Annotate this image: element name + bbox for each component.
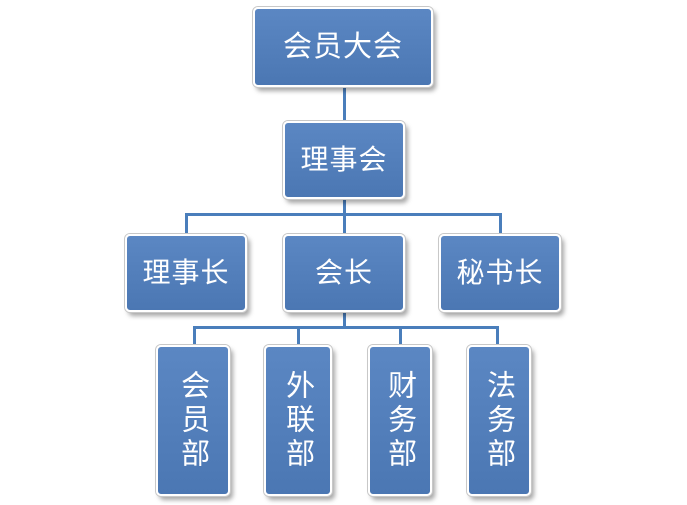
connector-department-1 <box>193 326 196 346</box>
connector-officer-1 <box>185 213 188 235</box>
node-membership-dept: 会员部 <box>156 345 230 496</box>
connector-officer-2 <box>343 213 346 235</box>
connector-president-stem <box>343 311 346 329</box>
connector-officer-3 <box>499 213 502 235</box>
connector-root-council <box>343 86 346 122</box>
connector-council-stem <box>343 199 346 216</box>
node-general-assembly: 会员大会 <box>253 7 433 87</box>
connector-department-3 <box>399 326 402 346</box>
node-legal-dept: 法务部 <box>467 345 531 496</box>
connector-departments-bar <box>193 326 499 329</box>
node-president: 会长 <box>283 234 405 312</box>
connector-department-2 <box>297 326 300 346</box>
node-chairman: 理事长 <box>125 234 247 312</box>
node-external-relations-dept: 外联部 <box>264 345 332 496</box>
node-council: 理事会 <box>283 121 405 199</box>
node-finance-dept: 财务部 <box>368 345 432 496</box>
node-secretary-general: 秘书长 <box>439 234 561 312</box>
connector-department-4 <box>496 326 499 346</box>
